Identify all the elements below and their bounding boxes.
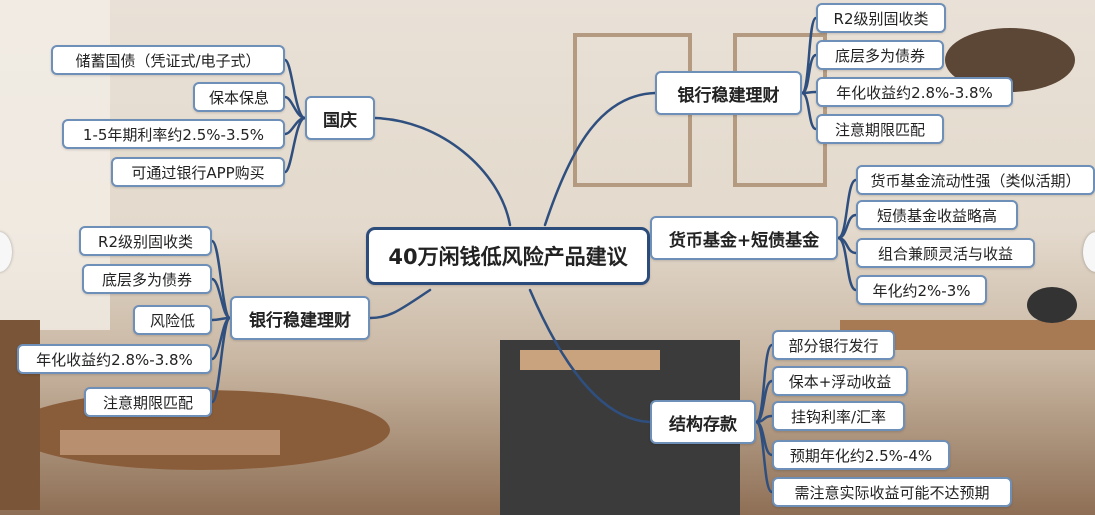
leaf-wenjian-left-1[interactable]: R2级别固收类 — [79, 226, 212, 256]
leaf-guoqing-3[interactable]: 1-5年期利率约2.5%-3.5% — [62, 119, 285, 149]
leaf-wenjian-left-3[interactable]: 风险低 — [133, 305, 212, 335]
branch-guoqing[interactable]: 国庆 — [305, 96, 375, 140]
leaf-huobi-4[interactable]: 年化约2%-3% — [856, 275, 987, 305]
left-edge-handle — [0, 232, 12, 272]
leaf-wenjian-right-1[interactable]: R2级别固收类 — [816, 3, 946, 33]
leaf-guoqing-2[interactable]: 保本保息 — [193, 82, 285, 112]
branch-huobi[interactable]: 货币基金+短债基金 — [650, 216, 838, 260]
leaf-huobi-2[interactable]: 短债基金收益略高 — [856, 200, 1018, 230]
leaf-wenjian-right-2[interactable]: 底层多为债券 — [816, 40, 944, 70]
link-root-jiegou — [528, 288, 652, 424]
leaf-huobi-1[interactable]: 货币基金流动性强（类似活期） — [856, 165, 1095, 195]
branch-jiegou[interactable]: 结构存款 — [650, 400, 756, 444]
right-edge-handle — [1083, 232, 1095, 272]
leaf-jiegou-5[interactable]: 需注意实际收益可能不达预期 — [772, 477, 1012, 507]
branch-wenjian-right[interactable]: 银行稳建理财 — [655, 71, 802, 115]
leaf-guoqing-1[interactable]: 储蓄国债（凭证式/电子式） — [51, 45, 285, 75]
branch-wenjian-left[interactable]: 银行稳建理财 — [230, 296, 370, 340]
leaf-jiegou-1[interactable]: 部分银行发行 — [772, 330, 895, 360]
root-topic[interactable]: 40万闲钱低风险产品建议 — [366, 227, 650, 285]
link-root-wenjian-right — [543, 91, 657, 227]
leaf-guoqing-4[interactable]: 可通过银行APP购买 — [111, 157, 285, 187]
leaf-jiegou-4[interactable]: 预期年化约2.5%-4% — [772, 440, 950, 470]
leaf-huobi-3[interactable]: 组合兼顾灵活与收益 — [856, 238, 1035, 268]
leaf-jiegou-3[interactable]: 挂钩利率/汇率 — [772, 401, 905, 431]
leaf-wenjian-left-2[interactable]: 底层多为债券 — [82, 264, 212, 294]
leaf-wenjian-right-3[interactable]: 年化收益约2.8%-3.8% — [816, 77, 1013, 107]
leaf-wenjian-left-5[interactable]: 注意期限匹配 — [84, 387, 212, 417]
leaf-wenjian-left-4[interactable]: 年化收益约2.8%-3.8% — [17, 344, 212, 374]
link-root-wenjian-left — [368, 288, 432, 320]
link-root-guoqing — [373, 116, 512, 227]
leaf-wenjian-right-4[interactable]: 注意期限匹配 — [816, 114, 944, 144]
leaf-jiegou-2[interactable]: 保本+浮动收益 — [772, 366, 908, 396]
